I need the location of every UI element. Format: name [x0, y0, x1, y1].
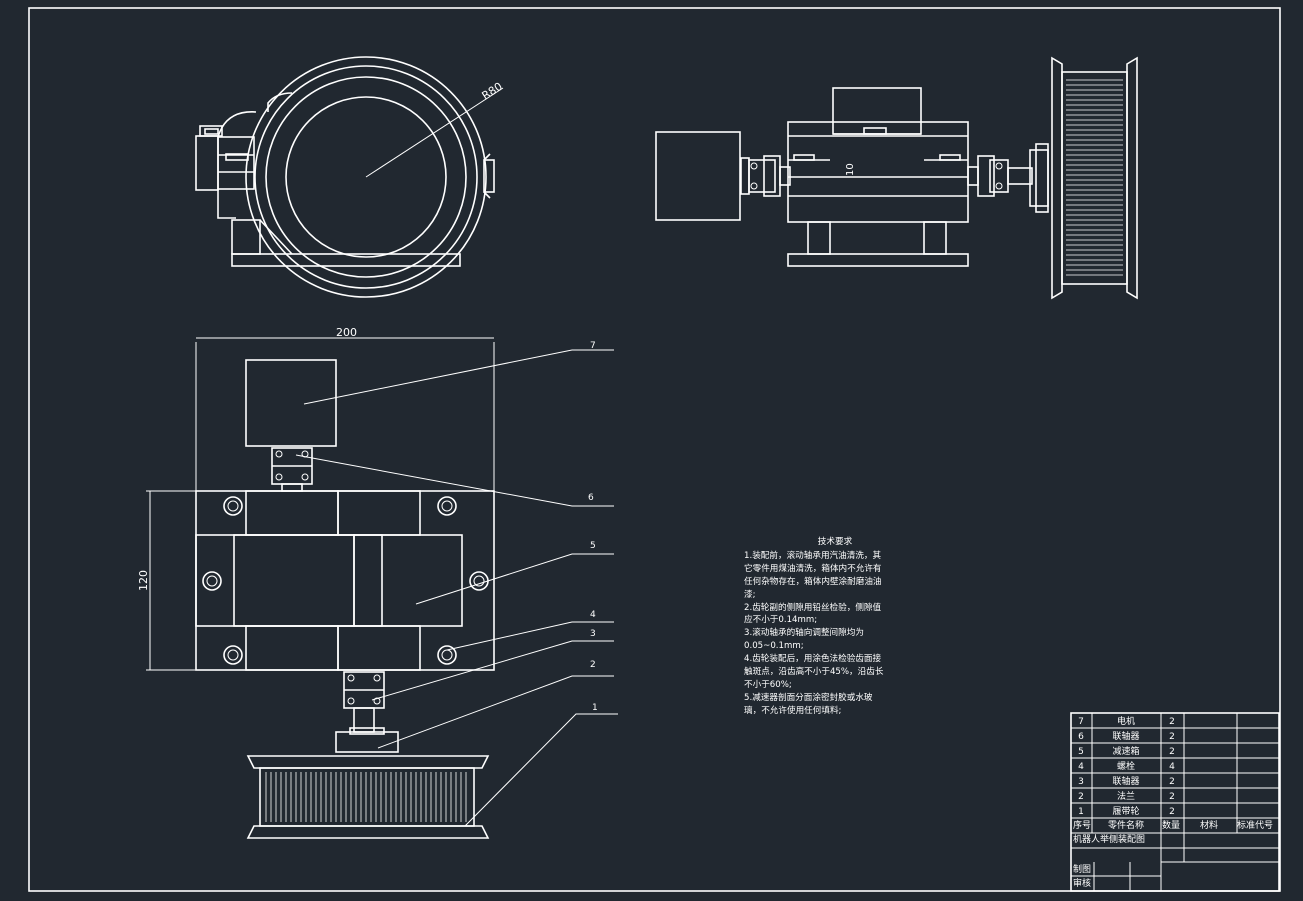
gearbox-top	[195, 490, 495, 671]
balloon-6: 6	[588, 493, 594, 503]
part-number: 4	[1078, 762, 1084, 772]
part-number: 2	[1078, 792, 1084, 802]
track-wheel-top	[259, 767, 475, 827]
label-checked: 审核	[1073, 877, 1091, 889]
part-quantity: 4	[1169, 762, 1175, 772]
requirement-line: 触斑点，沿齿高不小于45%，沿齿长	[744, 667, 884, 678]
requirement-line: 3.滚动轴承的轴向调整间隙均为	[744, 628, 864, 639]
part-quantity: 2	[1169, 777, 1175, 787]
requirement-line: 5.减速器剖面分面涂密封胶或水玻	[744, 692, 873, 703]
dim-height-left: 120	[137, 570, 150, 591]
label-drawn: 制图	[1073, 863, 1091, 875]
requirements-title: 技术要求	[817, 537, 853, 547]
balloon-3: 3	[590, 629, 596, 639]
part-quantity: 2	[1169, 792, 1175, 802]
side-view: R80	[195, 56, 505, 298]
part-name: 螺栓	[1117, 760, 1135, 772]
part-name: 法兰	[1117, 790, 1135, 802]
requirement-line: 2.齿轮副的侧隙用铅丝检验，侧隙值	[744, 602, 882, 613]
requirement-line: 璃，不允许使用任何填料;	[744, 705, 842, 716]
housing-circle-outer	[245, 56, 487, 298]
part-number: 3	[1078, 777, 1084, 787]
requirement-line: 漆;	[744, 589, 756, 600]
dim-radius: R80	[480, 80, 505, 103]
requirement-line: 不小于60%;	[744, 679, 792, 690]
balloon-1: 1	[592, 703, 598, 713]
motor-top	[245, 359, 337, 447]
part-quantity: 2	[1169, 732, 1175, 742]
balloon-2: 2	[590, 660, 596, 670]
drawing-frame	[28, 7, 1281, 892]
bolt-hole	[223, 645, 243, 665]
drawing-title: 机器人举侧装配图	[1073, 833, 1145, 845]
header-std: 标准代号	[1237, 819, 1273, 831]
part-quantity: 2	[1169, 717, 1175, 727]
bolt-hole	[437, 496, 457, 516]
requirement-line: 它零件用煤油清洗，箱体内不允许有	[744, 563, 882, 574]
bolt-hole	[202, 571, 222, 591]
title-block: 7 电机 2 6 联轴器 2 5 减速箱 2 4 螺栓 4 3 联轴器 2 2 法兰 2 1 履带轮 2 序号 零件名称…	[1070, 712, 1280, 892]
part-name: 履带轮	[1112, 805, 1139, 817]
part-name: 电机	[1117, 715, 1135, 727]
motor-front	[655, 131, 741, 221]
bolt-hole	[469, 571, 489, 591]
requirement-line: 0.05~0.1mm;	[744, 641, 804, 652]
requirement-line: 4.齿轮装配后，用涂色法检验齿面接	[744, 654, 882, 665]
top-view: 200 120	[137, 326, 495, 839]
requirement-line: 任何杂物存在，箱体内壁涂耐磨油油	[744, 576, 882, 587]
technical-requirements: 技术要求 1.装配前，滚动轴承用汽油清洗，其 它零件用煤油清洗，箱体内不允许有 …	[744, 536, 926, 718]
track-wheel-front	[1061, 71, 1128, 285]
part-quantity: 2	[1169, 747, 1175, 757]
part-name: 联轴器	[1112, 775, 1139, 787]
header-name: 零件名称	[1108, 819, 1144, 831]
front-view: 10	[655, 56, 1138, 300]
part-number: 1	[1078, 807, 1084, 817]
balloon-5: 5	[590, 541, 596, 551]
part-quantity: 2	[1169, 807, 1175, 817]
header-qty: 数量	[1162, 819, 1180, 831]
part-number: 7	[1078, 717, 1084, 727]
balloon-4: 4	[590, 610, 596, 620]
requirement-line: 应不小于0.14mm;	[744, 615, 818, 626]
bolt-hole	[223, 496, 243, 516]
requirement-line: 1.装配前，滚动轴承用汽油清洗，其	[744, 550, 882, 561]
part-number: 5	[1078, 747, 1084, 757]
header-no: 序号	[1073, 819, 1091, 831]
part-name: 联轴器	[1112, 730, 1139, 742]
dim-height-top: 10	[845, 163, 856, 176]
dim-width: 200	[336, 326, 357, 339]
balloon-7: 7	[590, 341, 596, 351]
part-number: 6	[1078, 732, 1084, 742]
balloon-leaders: 7 6 5 4 3 2 1	[295, 341, 618, 827]
header-material: 材料	[1200, 819, 1218, 831]
part-name: 减速箱	[1112, 745, 1139, 757]
bolt-hole	[437, 645, 457, 665]
